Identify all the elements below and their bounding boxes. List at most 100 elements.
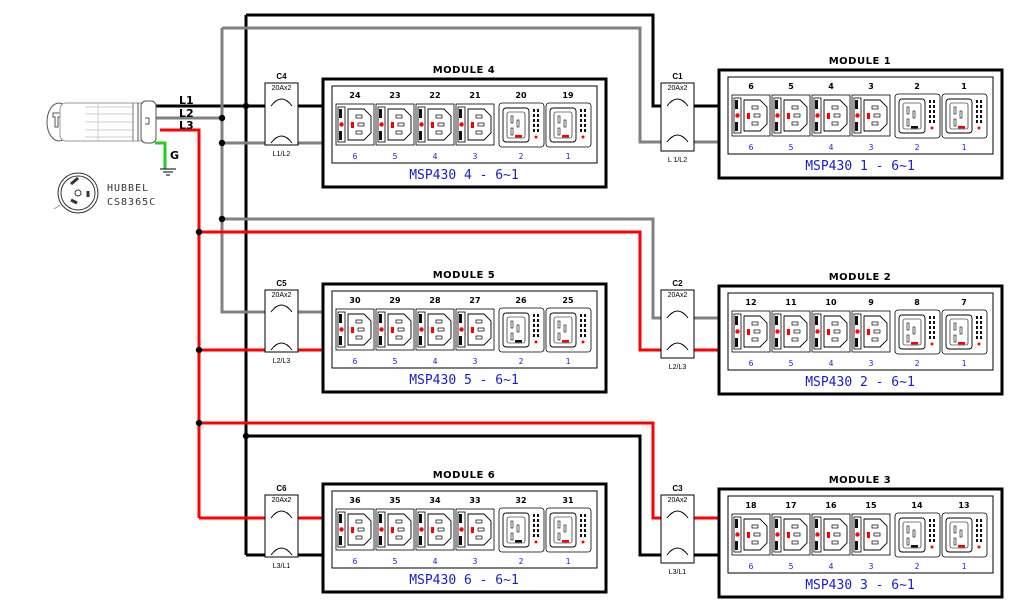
outlet-16[interactable]: 164	[811, 501, 851, 571]
outlet-34[interactable]: 344	[415, 496, 455, 566]
outlet-4[interactable]: 44	[811, 82, 851, 152]
outlet-32[interactable]: 322	[498, 496, 545, 566]
outlet-5[interactable]: 55	[771, 82, 811, 152]
socket-pin	[833, 532, 841, 537]
latch-mark	[379, 109, 382, 118]
breaker-body[interactable]	[660, 289, 695, 359]
latch-mark	[459, 514, 462, 523]
outlet-number: 9	[868, 298, 874, 307]
vent-mark	[980, 100, 982, 103]
vent-mark	[584, 534, 586, 537]
latch-mark	[815, 100, 818, 109]
outlet-18[interactable]: 186	[731, 501, 771, 571]
outlet-number: 25	[562, 296, 574, 305]
outlet-15[interactable]: 153	[851, 501, 891, 571]
latch-mark	[815, 122, 818, 131]
outlet-22[interactable]: 224	[415, 91, 455, 161]
outlet-position: 4	[433, 557, 438, 566]
outlet-7[interactable]: 71	[941, 298, 988, 368]
outlet-21[interactable]: 213	[455, 91, 495, 161]
breaker-phase: L 1/L2	[668, 157, 687, 164]
outlet-35[interactable]: 355	[375, 496, 415, 566]
module-title: MODULE 1	[829, 56, 892, 67]
outlet-26[interactable]: 262	[498, 296, 545, 366]
outlet-17[interactable]: 175	[771, 501, 811, 571]
outlet-8[interactable]: 82	[894, 298, 941, 368]
outlet-25[interactable]: 251	[545, 296, 592, 366]
outlet-12[interactable]: 126	[731, 298, 771, 368]
outlet-position: 2	[915, 359, 920, 368]
latch-mark	[339, 536, 342, 545]
status-led-icon	[977, 545, 981, 549]
outlet-13[interactable]: 131	[941, 501, 988, 571]
outlet-position: 6	[353, 357, 358, 366]
socket-pin	[873, 113, 881, 118]
socket-pin	[959, 529, 963, 538]
socket-pin	[557, 320, 561, 329]
vent-mark	[976, 529, 978, 532]
breaker-body[interactable]	[660, 82, 695, 152]
outlet-position: 3	[473, 557, 478, 566]
outlet-1[interactable]: 11	[941, 82, 988, 152]
outlet-30[interactable]: 306	[335, 296, 375, 366]
indicator-bar	[562, 340, 569, 343]
breaker-body[interactable]	[264, 494, 299, 558]
outlet-position: 1	[962, 359, 967, 368]
c19-socket-icon	[502, 512, 530, 548]
latch-mark	[855, 122, 858, 131]
outlet-23[interactable]: 235	[375, 91, 415, 161]
indicator-bar	[827, 532, 830, 538]
outlet-36[interactable]: 366	[335, 496, 375, 566]
outlet-position: 2	[519, 152, 524, 161]
outlet-24[interactable]: 246	[335, 91, 375, 161]
outlet-27[interactable]: 273	[455, 296, 495, 366]
outlet-14[interactable]: 142	[894, 501, 941, 571]
socket-pin	[871, 105, 879, 110]
wire-l3-to-c2	[199, 230, 665, 352]
outlet-6[interactable]: 66	[731, 82, 771, 152]
vent-mark	[580, 529, 582, 532]
outlet-31[interactable]: 311	[545, 496, 592, 566]
vent-mark	[976, 316, 978, 319]
c13-socket-icon	[467, 313, 492, 346]
c13-socket-icon	[427, 108, 452, 141]
breaker-body[interactable]	[264, 289, 299, 353]
outlet-20[interactable]: 202	[498, 91, 545, 161]
c13-socket-icon	[347, 513, 372, 546]
breaker-contact-icon	[270, 98, 293, 107]
line-label-l3: L3	[179, 119, 194, 132]
outlet-9[interactable]: 93	[851, 298, 891, 368]
outlet-19[interactable]: 191	[545, 91, 592, 161]
outlet-2[interactable]: 22	[894, 82, 941, 152]
outlet-3[interactable]: 33	[851, 82, 891, 152]
outlet-10[interactable]: 104	[811, 298, 851, 368]
vent-mark	[533, 324, 535, 327]
outlet-33[interactable]: 333	[455, 496, 495, 566]
status-led-icon	[459, 527, 464, 532]
breaker-body[interactable]	[660, 494, 695, 564]
socket-pin	[510, 320, 514, 329]
outlet-number: 24	[349, 91, 361, 100]
vent-mark	[929, 534, 931, 537]
outlet-11[interactable]: 115	[771, 298, 811, 368]
socket-pin	[791, 524, 799, 529]
c19-socket-icon	[945, 314, 973, 350]
breaker-body[interactable]	[264, 82, 299, 146]
vent-mark	[580, 109, 582, 112]
socket-inner	[949, 521, 969, 549]
outlet-28[interactable]: 284	[415, 296, 455, 366]
outlet-29[interactable]: 295	[375, 296, 415, 366]
vent-mark	[976, 326, 978, 329]
